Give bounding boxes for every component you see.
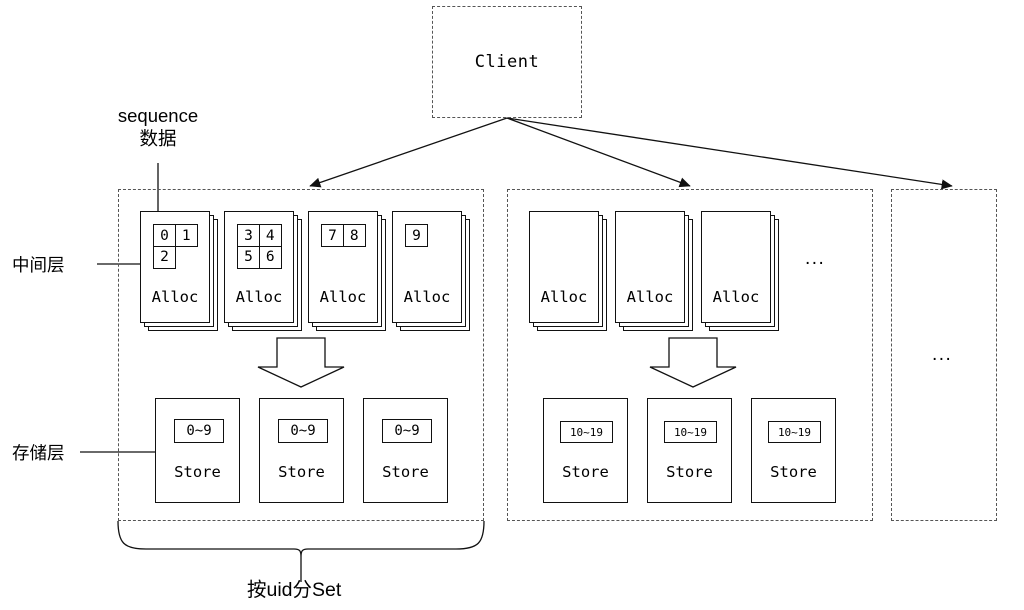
sequence-annotation: sequence 数据 bbox=[108, 105, 208, 150]
client-node[interactable]: Client bbox=[432, 6, 582, 118]
sequence-cell: 9 bbox=[405, 224, 428, 247]
sequence-grid-row: 3 4 bbox=[237, 224, 282, 247]
store-label: Store bbox=[382, 463, 429, 481]
card-stack-front: 9 Alloc bbox=[392, 211, 462, 323]
card-stack-front: 3 4 5 6 Alloc bbox=[224, 211, 294, 323]
alloc-label: Alloc bbox=[235, 288, 283, 306]
set-2-store-1[interactable]: 10~19 Store bbox=[543, 398, 628, 503]
sequence-cell: 7 bbox=[321, 224, 344, 247]
sequence-cell: 6 bbox=[258, 245, 282, 269]
client-to-set3-arrow bbox=[506, 117, 953, 190]
store-range-badge: 10~19 bbox=[560, 421, 613, 443]
set-1-alloc-1[interactable]: 0 1 2 Alloc bbox=[140, 211, 218, 331]
sequence-grid-row: 7 8 bbox=[321, 224, 366, 247]
set-1-store-2[interactable]: 0~9 Store bbox=[259, 398, 344, 503]
sequence-grid-row: 5 6 bbox=[237, 245, 282, 269]
set-1-store-1[interactable]: 0~9 Store bbox=[155, 398, 240, 503]
sequence-cell: 2 bbox=[153, 245, 176, 269]
set-2-alloc-3[interactable]: Alloc bbox=[701, 211, 779, 331]
set-1-alloc-2[interactable]: 3 4 5 6 Alloc bbox=[224, 211, 302, 331]
alloc-label: Alloc bbox=[403, 288, 451, 306]
set-1-alloc-4[interactable]: 9 Alloc bbox=[392, 211, 470, 331]
alloc-label: Alloc bbox=[540, 288, 588, 306]
storage-layer-label: 存储层 bbox=[12, 443, 65, 463]
alloc-label: Alloc bbox=[319, 288, 367, 306]
set-2-store-2[interactable]: 10~19 Store bbox=[647, 398, 732, 503]
card-stack-front: Alloc bbox=[529, 211, 599, 323]
sequence-grid: 3 4 5 6 bbox=[237, 224, 282, 269]
client-to-set1-arrow bbox=[309, 117, 508, 188]
sequence-grid-row: 9 bbox=[405, 224, 428, 247]
sequence-cell: 4 bbox=[258, 224, 282, 247]
card-stack-front: 0 1 2 Alloc bbox=[140, 211, 210, 323]
store-range-badge: 0~9 bbox=[382, 419, 432, 443]
set-more-ellipsis: ... bbox=[932, 344, 953, 365]
store-range-badge: 10~19 bbox=[664, 421, 717, 443]
card-stack-front: 7 8 Alloc bbox=[308, 211, 378, 323]
set-more-region bbox=[891, 189, 997, 521]
set-2-alloc-ellipsis: ... bbox=[805, 248, 826, 269]
store-label: Store bbox=[174, 463, 221, 481]
set-2-store-3[interactable]: 10~19 Store bbox=[751, 398, 836, 503]
sequence-grid-row: 0 1 bbox=[153, 224, 198, 247]
card-stack-front: Alloc bbox=[701, 211, 771, 323]
store-range-badge: 0~9 bbox=[174, 419, 224, 443]
alloc-label: Alloc bbox=[712, 288, 760, 306]
sequence-cell: 8 bbox=[342, 224, 366, 247]
sequence-annotation-line2: 数据 bbox=[139, 127, 177, 149]
store-range-badge: 0~9 bbox=[278, 419, 328, 443]
set-2-alloc-1[interactable]: Alloc bbox=[529, 211, 607, 331]
set-1-region bbox=[118, 189, 484, 521]
sequence-grid: 0 1 2 bbox=[153, 224, 198, 269]
sequence-annotation-line1: sequence bbox=[117, 105, 199, 126]
sequence-cell: 3 bbox=[237, 224, 260, 247]
client-label: Client bbox=[474, 52, 540, 72]
store-range-badge: 10~19 bbox=[768, 421, 821, 443]
alloc-label: Alloc bbox=[151, 288, 199, 306]
alloc-label: Alloc bbox=[626, 288, 674, 306]
sequence-grid: 9 bbox=[405, 224, 428, 247]
card-stack-front: Alloc bbox=[615, 211, 685, 323]
sequence-grid: 7 8 bbox=[321, 224, 366, 247]
set-grouping-caption: 按uid分Set bbox=[247, 579, 342, 601]
store-label: Store bbox=[770, 463, 817, 481]
store-label: Store bbox=[666, 463, 713, 481]
set-2-alloc-2[interactable]: Alloc bbox=[615, 211, 693, 331]
store-label: Store bbox=[562, 463, 609, 481]
set-1-alloc-3[interactable]: 7 8 Alloc bbox=[308, 211, 386, 331]
sequence-cell: 0 bbox=[153, 224, 176, 247]
store-label: Store bbox=[278, 463, 325, 481]
middle-layer-label: 中间层 bbox=[12, 255, 65, 275]
client-to-set2-arrow bbox=[506, 117, 691, 188]
sequence-grid-row: 2 bbox=[153, 245, 198, 269]
set-1-store-3[interactable]: 0~9 Store bbox=[363, 398, 448, 503]
set-2-region bbox=[507, 189, 873, 521]
sequence-cell: 5 bbox=[237, 245, 260, 269]
sequence-cell: 1 bbox=[174, 224, 198, 247]
